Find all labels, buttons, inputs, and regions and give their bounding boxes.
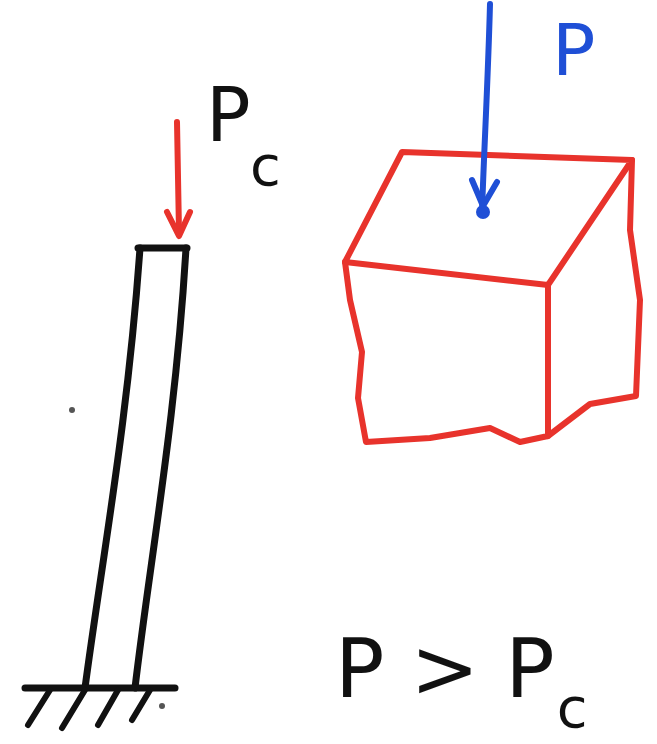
load-arrowhead (472, 180, 497, 206)
load-subscript: c (250, 138, 281, 194)
column-right-edge (135, 248, 186, 688)
column-left-edge (85, 248, 140, 688)
load-arrowhead (167, 212, 190, 236)
dot (69, 407, 75, 413)
load-symbol: P (206, 78, 251, 152)
load-arrow (482, 4, 490, 212)
dot (476, 205, 490, 219)
load-subscript: c (557, 680, 588, 736)
column-top (138, 245, 187, 252)
inequality: P > P (335, 628, 555, 710)
cube (345, 152, 640, 442)
load-arrow (177, 122, 179, 232)
dot (159, 703, 165, 709)
load-symbol: P (552, 14, 595, 86)
ground-hatch (28, 690, 150, 728)
